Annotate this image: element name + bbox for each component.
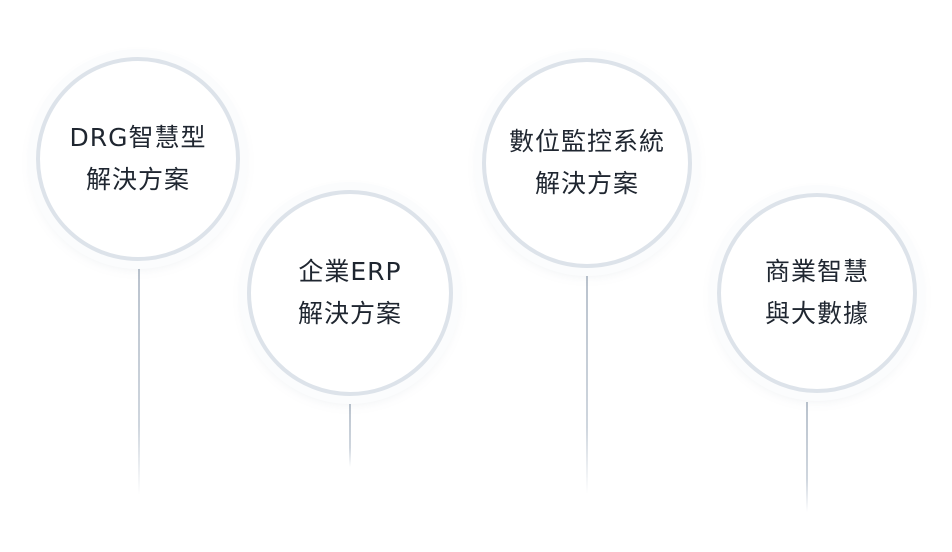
solution-monitoring[interactable]: 數位監控系統 解決方案: [482, 58, 692, 268]
connector-line: [349, 402, 351, 467]
solution-subtitle: 解決方案: [297, 299, 402, 328]
solution-subtitle: 解決方案: [534, 169, 639, 198]
solution-drg[interactable]: DRG智慧型 解決方案: [36, 57, 240, 261]
solution-title: 商業智慧: [764, 257, 869, 286]
solution-subtitle: 與大數據: [764, 299, 869, 328]
solution-title: 數位監控系統: [508, 127, 665, 156]
solution-title: DRG智慧型: [69, 123, 207, 152]
connector-line: [806, 402, 808, 512]
connector-line: [586, 272, 588, 494]
solution-business-intelligence[interactable]: 商業智慧 與大數據: [717, 193, 917, 393]
solution-subtitle: 解決方案: [85, 165, 190, 194]
solution-title: 企業ERP: [298, 257, 402, 286]
solution-erp[interactable]: 企業ERP 解決方案: [247, 190, 453, 396]
connector-line: [138, 265, 140, 495]
